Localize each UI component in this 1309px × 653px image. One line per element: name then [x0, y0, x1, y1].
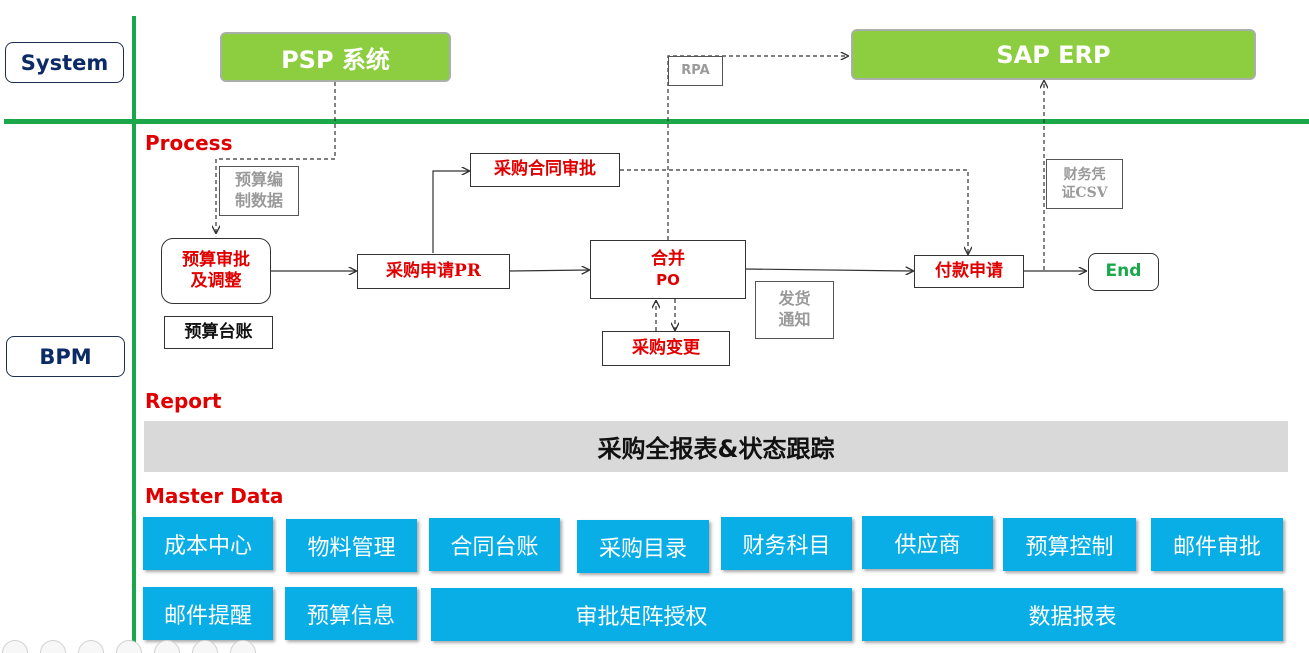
- merge-po-node: 合并 PO: [590, 240, 746, 299]
- connector-contract-to-payment: [620, 169, 968, 254]
- lane-label-system: System: [5, 42, 124, 83]
- merge-po-line-1: 合并: [651, 249, 685, 270]
- lane-divider-vertical: [132, 16, 136, 653]
- md-email-approval: 邮件审批: [1151, 518, 1283, 571]
- md-data-report: 数据报表: [862, 588, 1283, 641]
- md-finance-account: 财务科目: [721, 517, 852, 570]
- budget-data-line-2: 制数据: [234, 191, 283, 210]
- lane-divider-horizontal: [4, 119, 1309, 124]
- psp-system-box: PSP 系统: [220, 32, 451, 82]
- md-approval-matrix: 审批矩阵授权: [431, 588, 852, 641]
- md-budget-control: 预算控制: [1003, 518, 1136, 571]
- payment-request-node: 付款申请: [914, 255, 1024, 288]
- report-bar: 采购全报表&状态跟踪: [144, 421, 1288, 472]
- end-node: End: [1088, 253, 1159, 291]
- md-email-reminder: 邮件提醒: [143, 587, 273, 640]
- connector-pr-to-contract: [432, 171, 469, 253]
- md-cost-center: 成本中心: [143, 517, 273, 570]
- shipping-notice-note: 发货 通知: [755, 281, 834, 339]
- rpa-note: RPA: [668, 56, 723, 86]
- merge-po-line-2: PO: [656, 270, 680, 289]
- lane-label-bpm: BPM: [6, 336, 125, 377]
- shipping-notice-line-2: 通知: [778, 310, 811, 329]
- finance-voucher-line-1: 财务凭: [1063, 166, 1106, 183]
- purchase-change-label-b: 变更: [666, 337, 700, 358]
- section-title-process: Process: [145, 131, 233, 155]
- budget-data-line-1: 预算编: [234, 170, 283, 190]
- md-purchase-catalog: 采购目录: [577, 520, 709, 573]
- purchase-change-label-a: 采购: [632, 337, 666, 358]
- md-budget-info: 预算信息: [285, 587, 417, 640]
- sap-erp-box: SAP ERP: [851, 29, 1256, 80]
- purchase-request-node: 采购申请PR: [357, 254, 510, 289]
- contract-approval-node: 采购合同审批: [470, 153, 620, 187]
- purchase-change-node: 采购变更: [602, 331, 730, 366]
- section-title-master-data: Master Data: [145, 484, 284, 508]
- connector-po-to-payment: [744, 269, 913, 271]
- md-contract-ledger: 合同台账: [429, 518, 560, 571]
- md-material-management: 物料管理: [286, 519, 417, 572]
- budget-approval-node: 预算审批 及调整: [161, 238, 271, 304]
- section-title-report: Report: [145, 389, 222, 413]
- shipping-notice-line-1: 发货: [778, 289, 811, 309]
- md-supplier: 供应商: [862, 516, 993, 569]
- connector-pr-to-po: [509, 270, 589, 271]
- budget-ledger-node: 预算台账: [164, 316, 273, 349]
- finance-voucher-note: 财务凭 证CSV: [1046, 159, 1123, 209]
- finance-voucher-line-2: 证CSV: [1061, 185, 1108, 201]
- connector-psp-to-budget: [216, 82, 336, 233]
- budget-approval-line-2: 及调整: [190, 271, 242, 291]
- budget-data-note: 预算编 制数据: [219, 166, 299, 216]
- budget-approval-line-1: 预算审批: [182, 249, 250, 270]
